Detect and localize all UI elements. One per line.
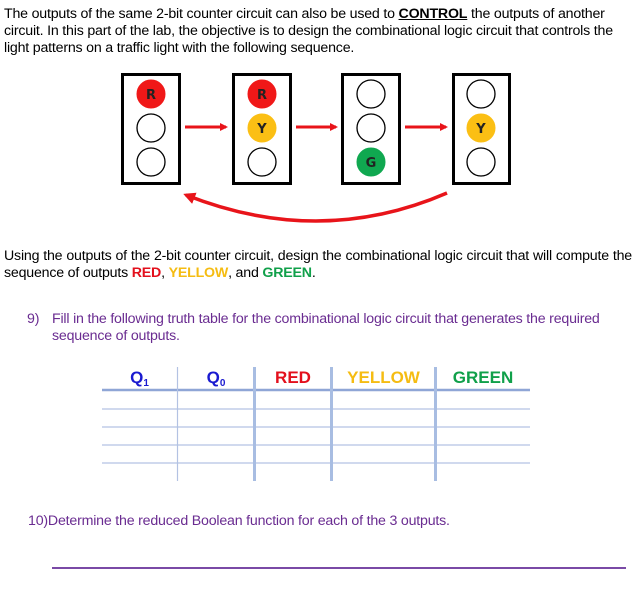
red-light-off (466, 79, 496, 109)
green-light-on (356, 147, 386, 177)
light-label: R (257, 88, 267, 103)
cell-green[interactable] (435, 463, 530, 481)
intro-text-continued: the outputs of another circuit. In this … (4, 6, 613, 56)
cell-green[interactable] (435, 445, 530, 463)
red-light-on (247, 79, 277, 109)
light-label: G (366, 156, 377, 171)
header-red: RED (275, 368, 311, 387)
cell-red[interactable] (254, 391, 331, 409)
header-yellow: YELLOW (347, 368, 420, 387)
cell-q1[interactable] (102, 445, 177, 463)
intro-text: The outputs of the same 2-bit counter ci… (4, 6, 399, 22)
table-row (102, 427, 530, 445)
cell-green[interactable] (435, 391, 530, 409)
green-output-label: GREEN (262, 265, 312, 281)
header-base: Q (130, 368, 144, 387)
table-row (102, 391, 530, 409)
cell-red[interactable] (254, 445, 331, 463)
yellow-output-label: YELLOW (168, 265, 229, 281)
traffic-light-state-2: R Y (232, 73, 292, 185)
yellow-light-on (466, 113, 496, 143)
instruction-text: Using the outputs of the 2-bit counter c… (4, 248, 632, 281)
header-q0: Q0 (178, 368, 254, 394)
separator: , (161, 265, 169, 281)
separator: , and (228, 265, 263, 281)
red-light-off (356, 79, 386, 109)
cell-q0[interactable] (177, 409, 254, 427)
period: . (311, 265, 316, 281)
cell-q1[interactable] (102, 391, 177, 409)
cell-red[interactable] (254, 409, 331, 427)
yellow-light-off (136, 113, 166, 143)
question-9-text: Fill in the following truth table for th… (52, 311, 600, 344)
cell-q0[interactable] (177, 463, 254, 481)
instruction-paragraph: Using the outputs of the 2-bit counter c… (4, 248, 632, 282)
table-row (102, 445, 530, 463)
cell-yellow[interactable] (331, 391, 435, 409)
light-label: Y (475, 122, 486, 137)
cell-q1[interactable] (102, 463, 177, 481)
traffic-light-sequence-diagram: R R Y G Y (121, 73, 511, 223)
header-green: GREEN (452, 368, 514, 387)
cell-q0[interactable] (177, 427, 254, 445)
cell-yellow[interactable] (331, 445, 435, 463)
traffic-light-state-3: G (341, 73, 401, 185)
traffic-light-state-4: Y (452, 73, 511, 185)
curved-return-arrow-icon (183, 191, 448, 223)
cell-yellow[interactable] (331, 463, 435, 481)
table-row (102, 463, 530, 481)
cell-red[interactable] (254, 427, 331, 445)
light-label: R (146, 88, 156, 103)
header-q1: Q1 (102, 368, 177, 394)
cell-q1[interactable] (102, 427, 177, 445)
red-output-label: RED (131, 265, 162, 281)
green-light-off (247, 147, 277, 177)
answer-field[interactable] (52, 548, 626, 566)
question-9-number: 9) (27, 311, 40, 327)
cell-q0[interactable] (177, 445, 254, 463)
yellow-light-off (356, 113, 386, 143)
cell-yellow[interactable] (331, 427, 435, 445)
header-base: Q (206, 368, 220, 387)
cell-red[interactable] (254, 463, 331, 481)
intro-paragraph: The outputs of the same 2-bit counter ci… (4, 6, 632, 57)
header-subscript: 1 (143, 378, 149, 389)
traffic-light-state-1: R (121, 73, 181, 185)
header-subscript: 0 (219, 378, 226, 389)
question-10-text: 10)Determine the reduced Boolean functio… (28, 513, 450, 529)
cell-q0[interactable] (177, 391, 254, 409)
cell-yellow[interactable] (331, 409, 435, 427)
truth-table-body (102, 391, 530, 481)
cell-green[interactable] (435, 409, 530, 427)
table-row (102, 409, 530, 427)
green-light-off (136, 147, 166, 177)
green-light-off (466, 147, 496, 177)
cell-q1[interactable] (102, 409, 177, 427)
yellow-light-on (247, 113, 277, 143)
cell-green[interactable] (435, 427, 530, 445)
red-light-on (136, 79, 166, 109)
light-label: Y (256, 122, 267, 137)
answer-line (52, 567, 626, 569)
control-emphasis: CONTROL (398, 6, 468, 22)
